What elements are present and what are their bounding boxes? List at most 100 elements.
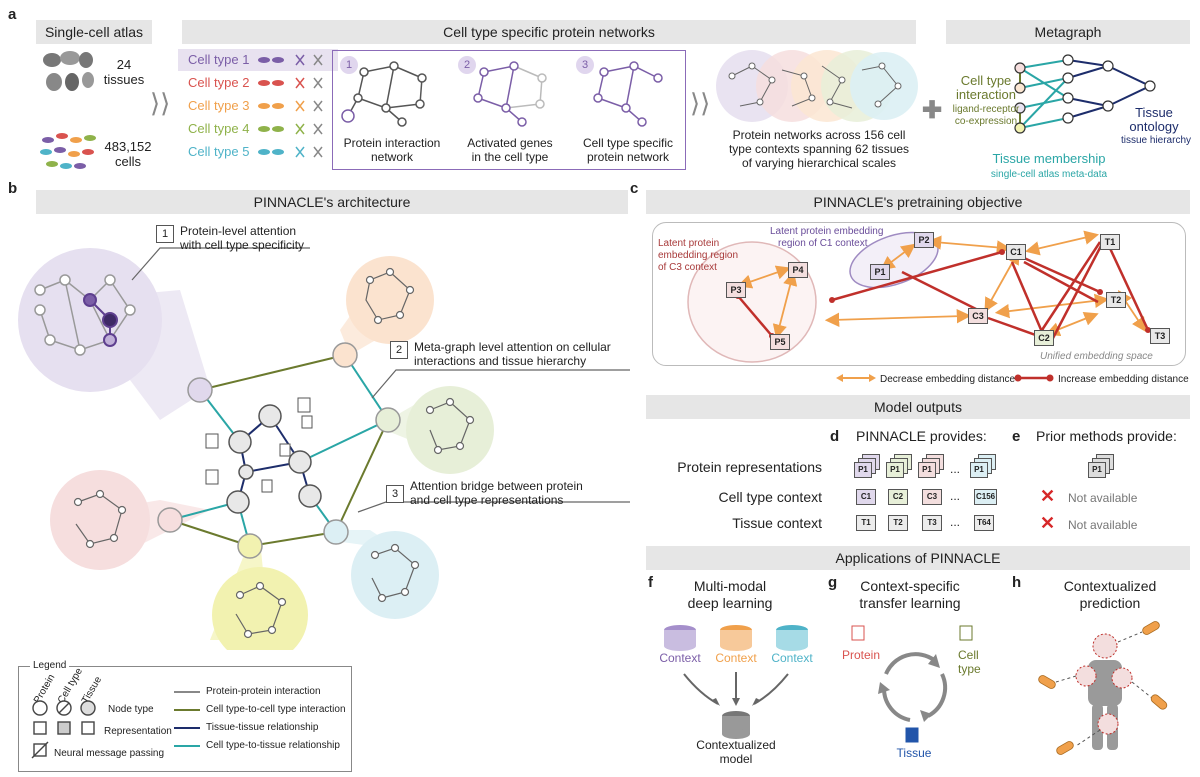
callout-3-line-1: Attention bridge between protein <box>410 479 583 493</box>
membership-sub: single-cell atlas meta-data <box>990 169 1108 180</box>
callout-2-line-2: interactions and tissue hierarchy <box>414 354 587 368</box>
prior-provides: Prior methods provide: <box>1036 428 1177 444</box>
increase-line-icon <box>1014 374 1054 382</box>
panel-letter-d: d <box>830 428 840 445</box>
membership: Tissue membership <box>992 151 1106 166</box>
embedding-node: P3 <box>726 282 746 298</box>
f-line-1: Multi-modal <box>693 578 767 594</box>
c1-region-line-2: region of C1 context <box>778 238 868 249</box>
pinnacle-provides: PINNACLE provides: <box>856 428 987 444</box>
across-line-1: Protein networks across 156 cell <box>732 128 906 142</box>
g-cell-line-2: type <box>958 662 981 676</box>
protein-token: P1 <box>854 462 872 478</box>
arrow-icon: ⟩⟩ <box>150 88 171 118</box>
g-cell-line-1: Cell <box>958 648 979 662</box>
contextualized-line-2: model <box>719 752 753 766</box>
step-number: 1 <box>340 56 358 74</box>
cross-icon: ✕ <box>1040 486 1056 506</box>
ellipsis: ... <box>950 489 961 503</box>
callout-3-line-2: and cell type representations <box>410 493 564 507</box>
onto-line-1: Tissue <box>1135 105 1173 120</box>
context-orange: Context <box>715 651 757 665</box>
callout-3-num: 3 <box>386 485 404 503</box>
row-protein-representations: Protein representations <box>677 459 822 475</box>
callout-2-num: 2 <box>390 341 408 359</box>
protein-token: P1 <box>918 462 936 478</box>
cti-line-2: interaction <box>956 87 1016 102</box>
not-available-tissue: Not available <box>1068 518 1138 532</box>
unified-label: Unified embedding space <box>1040 351 1153 362</box>
row-tissue-context: Tissue context <box>732 515 822 531</box>
organ-icons <box>43 51 94 91</box>
tissue-token: T64 <box>974 515 994 531</box>
legend-ppi: Protein-protein interaction <box>206 686 321 697</box>
g-protein: Protein <box>842 648 881 662</box>
cell-cluster-icon <box>40 133 96 169</box>
tissue-token: T3 <box>922 515 942 531</box>
cell-and-dna-icon <box>258 54 323 66</box>
cells-count: 483,152 <box>104 139 152 154</box>
f-line-2: deep learning <box>687 595 773 611</box>
embedding-node: C3 <box>968 308 988 324</box>
architecture-title: PINNACLE's architecture <box>36 190 628 214</box>
legend-symbols <box>31 700 96 759</box>
legend-box <box>18 666 352 772</box>
g-line-1: Context-specific <box>860 578 960 594</box>
panel-letter-a: a <box>8 6 17 23</box>
cells-label: cells <box>114 154 141 169</box>
onto-line-2: ontology <box>1129 119 1179 134</box>
row-cell-type-context: Cell type context <box>718 489 823 505</box>
c1-region-line-1: Latent protein embedding <box>770 226 884 237</box>
tissue-token: T2 <box>888 515 908 531</box>
cell-and-dna-icon <box>258 77 323 89</box>
arrow-icon: ⟩⟩ <box>690 88 711 118</box>
plus-icon: ✚ <box>922 97 943 124</box>
cell-and-dna-icon <box>258 123 323 135</box>
legend-ctct: Cell type-to-cell type interaction <box>206 704 346 715</box>
g-diagram <box>851 625 973 743</box>
panel-letter-c: c <box>630 180 639 197</box>
legend-node-type: Node type <box>108 704 154 715</box>
increase-label: Increase embedding distance <box>1058 374 1189 385</box>
g-line-2: transfer learning <box>859 595 961 611</box>
callout-1-line-2: with cell type specificity <box>180 238 305 252</box>
decrease-label: Decrease embedding distance <box>880 374 1016 385</box>
h-line-2: prediction <box>1079 595 1141 611</box>
cti-line-1: Cell type <box>960 73 1012 88</box>
architecture-diagram <box>18 247 630 650</box>
cti-sub-1: ligand-receptor <box>952 104 1020 115</box>
cross-icon: ✕ <box>1040 513 1056 533</box>
panel-letter-b: b <box>8 180 18 197</box>
atlas-title: Single-cell atlas <box>36 20 152 44</box>
legend-lines <box>174 691 200 747</box>
cti-sub-2: co-expression <box>954 116 1018 127</box>
metagraph-title: Metagraph <box>946 20 1190 44</box>
embedding-node: P2 <box>914 232 934 248</box>
cell-type-label: Cell type 3 <box>188 98 250 113</box>
step-label: Activated genes <box>467 136 553 150</box>
cell-type-label: Cell type 2 <box>188 75 250 90</box>
panel-letter-g: g <box>828 574 838 591</box>
prior-protein-token: P1 <box>1088 462 1106 478</box>
f-diagram <box>664 625 808 739</box>
callout-1-num: 1 <box>156 225 174 243</box>
callout-2-line-1: Meta-graph level attention on cellular <box>414 340 611 354</box>
celltype-token: C1 <box>856 489 876 505</box>
embedding-node: C2 <box>1034 330 1054 346</box>
embedding-space <box>652 222 1186 366</box>
contextualized-line-1: Contextualized <box>696 738 776 752</box>
steps-box <box>332 50 686 170</box>
embedding-node: C1 <box>1006 244 1026 260</box>
celltype-token: C156 <box>974 489 998 505</box>
cell-and-dna-icon <box>258 100 323 112</box>
step-label: in the cell type <box>471 150 549 164</box>
tissue-token: T1 <box>856 515 876 531</box>
networks-title: Cell type specific protein networks <box>182 20 916 44</box>
embedding-node: P1 <box>870 264 890 280</box>
c3-region-line-2: embedding region <box>658 250 739 261</box>
legend-tt: Tissue-tissue relationship <box>206 722 319 733</box>
decrease-arrow-icon <box>836 374 876 382</box>
protein-token: P1 <box>886 462 904 478</box>
protein-token: P1 <box>970 462 988 478</box>
embedding-node: P4 <box>788 262 808 278</box>
